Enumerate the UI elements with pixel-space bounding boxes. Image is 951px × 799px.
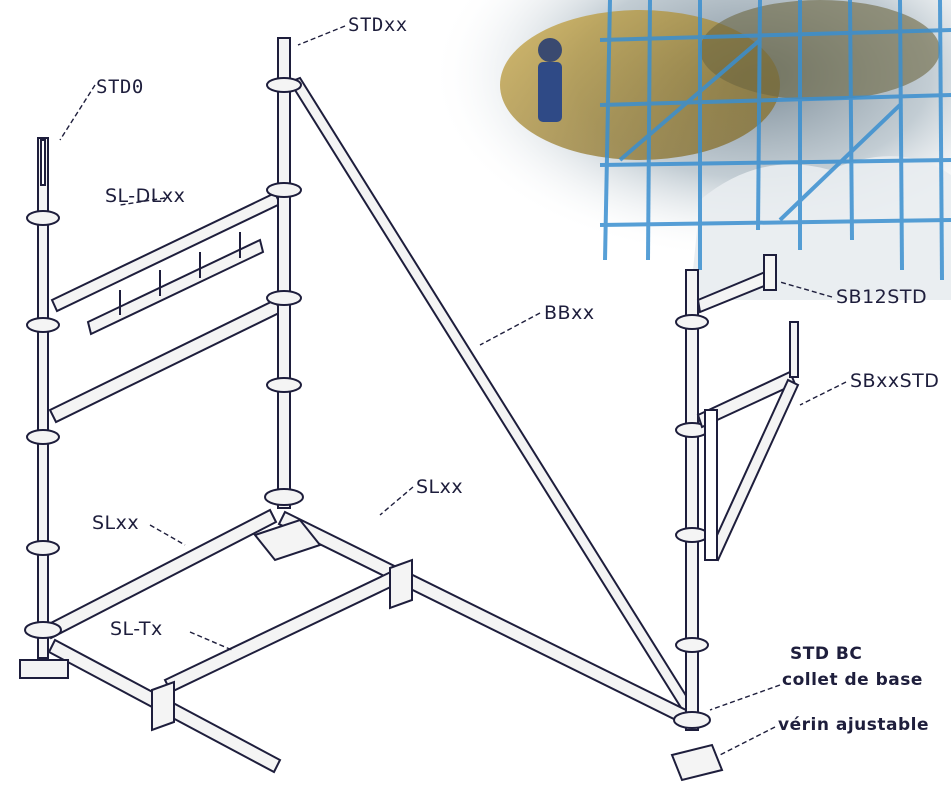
ledger-middle [48, 298, 283, 424]
sl-t-brackets [151, 558, 413, 732]
standard-stdxx [253, 37, 322, 562]
label-stdxx: STDxx [348, 14, 408, 36]
label-std0: STD0 [96, 76, 144, 98]
label-sbxxstd: SBxxSTD [850, 370, 940, 392]
label-verin-ajustable: vérin ajustable [778, 715, 929, 735]
background-photo [430, 0, 951, 300]
standard-std0 [19, 137, 69, 679]
leader-lines [59, 25, 847, 756]
scaffold-drawing [19, 37, 800, 782]
label-slxx-right: SLxx [416, 476, 464, 498]
standard-right [670, 269, 724, 782]
sb12std-bracket [696, 254, 777, 314]
label-bbxx: BBxx [544, 302, 595, 324]
label-sl-tx: SL-Tx [110, 618, 163, 640]
label-slxx-left: SLxx [92, 512, 140, 534]
label-sl-dlxx: SL-DLxx [105, 185, 186, 207]
sl-dl-ledger [50, 191, 282, 336]
label-sb12std: SB12STD [836, 286, 928, 308]
worker-silhouette [538, 38, 562, 122]
label-std-bc: STD BC [790, 644, 863, 664]
sbxxstd-bracket [696, 321, 800, 562]
label-collet-de-base: collet de base [782, 670, 923, 690]
